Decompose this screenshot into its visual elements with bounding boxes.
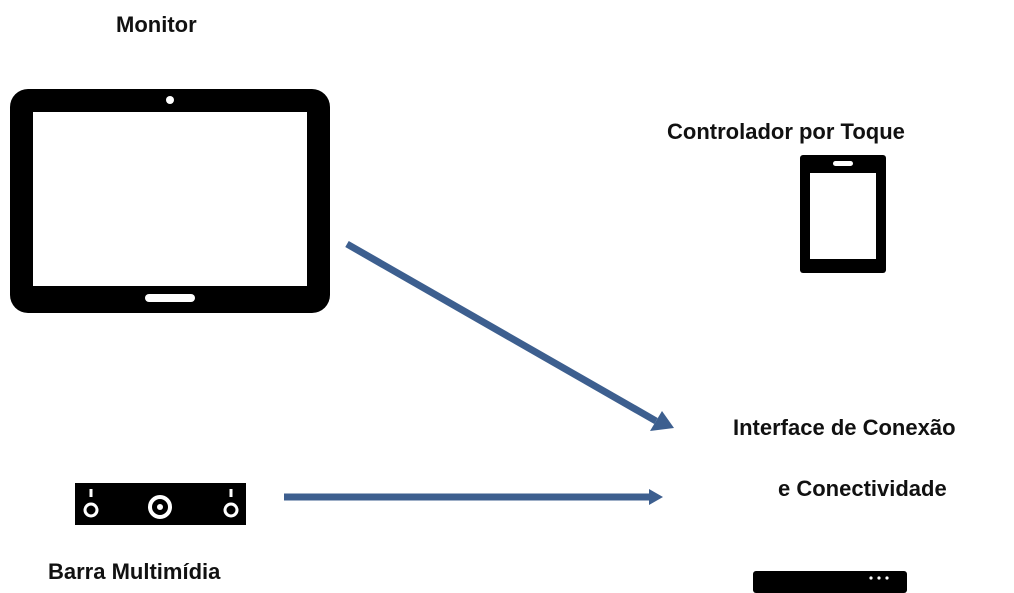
set-top-box-icon [753,571,907,593]
monitor-to-interface-arrowhead [650,411,674,431]
interface-label-line2: e Conectividade [778,476,947,501]
multimedia-bar-label: Barra Multimídia [48,559,221,584]
interface-label-line1: Interface de Conexão [733,415,956,440]
monitor-to-interface-arrow [345,240,658,425]
monitor-label: Monitor [116,12,197,37]
speaker-bar-icon [75,483,246,525]
bar-to-interface-arrowhead [649,489,663,505]
phone-controller-icon [800,155,886,273]
touch-controller-label: Controlador por Toque [667,119,905,144]
tablet-monitor-icon [10,89,330,313]
